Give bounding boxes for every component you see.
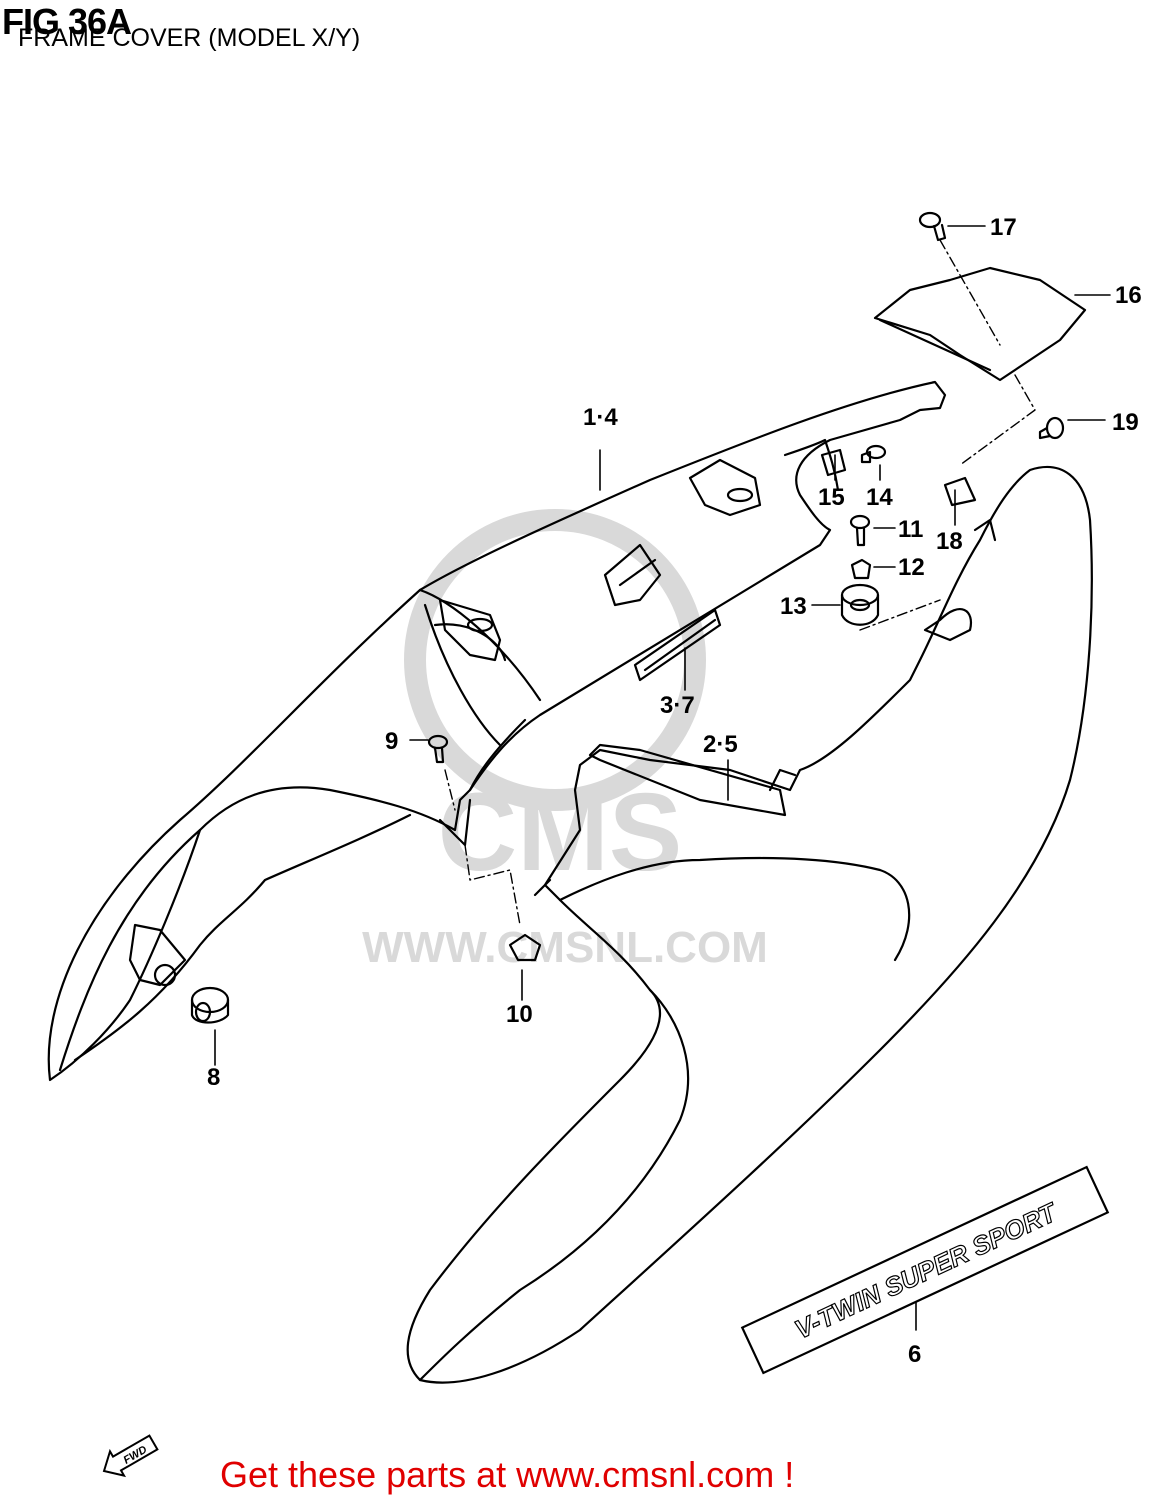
callout-2-5: 2·5	[703, 731, 738, 758]
strip-part-3-7	[633, 608, 722, 682]
emblem-text: V-TWIN SUPER SPORT	[790, 1196, 1063, 1344]
nut-part-10	[508, 933, 542, 962]
figure-title: FIG 36A	[2, 1, 132, 42]
screw-part-17	[918, 211, 947, 242]
collar-part-12	[850, 558, 872, 580]
clip-part-18	[943, 476, 977, 507]
get-parts-link[interactable]: Get these parts at www.cmsnl.com !	[220, 1454, 795, 1495]
callout-12: 12	[898, 554, 925, 581]
screw-part-11	[849, 514, 871, 547]
callout-13: 13	[780, 593, 807, 620]
screw-part-14	[860, 444, 887, 464]
grommet-part-13	[840, 583, 880, 626]
fwd-arrow-icon: FWD	[102, 1434, 159, 1478]
clip-part-15	[820, 448, 847, 477]
callout-19: 19	[1112, 409, 1139, 436]
screw-part-9	[427, 734, 449, 764]
callout-11: 11	[898, 516, 923, 543]
callout-1-4: 1·4	[583, 404, 618, 431]
callout-9: 9	[385, 728, 398, 755]
callout-16: 16	[1115, 282, 1142, 309]
callout-15: 15	[818, 484, 845, 511]
grommet-part-8	[190, 986, 230, 1024]
frame-cover-left	[47, 380, 947, 1082]
emblem-part-6: V-TWIN SUPER SPORT	[740, 1165, 1110, 1375]
callout-3-7: 3·7	[660, 692, 695, 719]
watermark-logo: CMS	[438, 771, 682, 894]
cmsnl-watermark: CMS WWW.CMSNL.COM	[362, 509, 768, 972]
callout-8: 8	[207, 1064, 220, 1091]
clip-part-19	[1038, 416, 1065, 440]
watermark-url: WWW.CMSNL.COM	[362, 923, 768, 972]
callout-14: 14	[866, 484, 893, 511]
callout-6: 6	[908, 1341, 921, 1368]
figure-subtitle: FRAME COVER (MODEL X/Y)	[18, 24, 361, 52]
callout-17: 17	[990, 214, 1017, 241]
frame-cover-right	[406, 465, 1093, 1384]
callout-10: 10	[506, 1001, 533, 1028]
callout-18: 18	[936, 528, 963, 555]
rear-cover-part-16	[873, 266, 1087, 382]
